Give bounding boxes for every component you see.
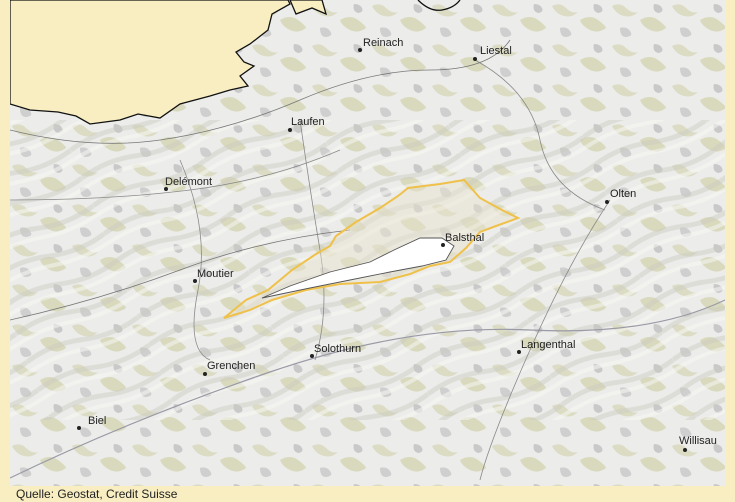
road	[299, 119, 325, 361]
road	[179, 159, 211, 361]
place-dot	[203, 372, 207, 376]
place-dot	[310, 354, 314, 358]
place-dot	[164, 187, 168, 191]
place-reinach[interactable]: Reinach	[363, 37, 404, 49]
place-moutier[interactable]: Moutier	[197, 268, 234, 280]
valley-area	[261, 237, 455, 299]
place-solothurn[interactable]: Solothurn	[314, 343, 362, 355]
place-dot	[288, 128, 292, 132]
place-dot	[441, 243, 445, 247]
map-canvas[interactable]: Reinach Liestal Laufen Delémont Olten Ba…	[10, 0, 725, 486]
river	[10, 299, 725, 479]
road	[474, 59, 606, 211]
place-dot	[473, 57, 477, 61]
place-olten[interactable]: Olten	[610, 188, 637, 200]
place-dot	[517, 350, 521, 354]
border-line	[10, 229, 351, 321]
place-dot	[683, 448, 687, 452]
place-langenthal[interactable]: Langenthal	[521, 339, 576, 351]
border-line	[10, 39, 511, 144]
place-grenchen[interactable]: Grenchen	[207, 360, 256, 372]
place-dot	[193, 279, 197, 283]
place-balsthal[interactable]: Balsthal	[445, 232, 485, 244]
foreign-area-piece	[289, 0, 328, 16]
map-svg	[10, 0, 725, 486]
foreign-area	[10, 0, 291, 125]
source-note: Quelle: Geostat, Credit Suisse	[10, 486, 184, 502]
road	[10, 149, 341, 201]
road	[479, 199, 611, 481]
place-liestal[interactable]: Liestal	[480, 45, 512, 57]
place-laufen[interactable]: Laufen	[291, 116, 325, 128]
place-dot	[605, 200, 609, 204]
place-dot	[77, 426, 81, 430]
place-biel[interactable]: Biel	[88, 415, 107, 427]
place-delemont[interactable]: Delémont	[165, 176, 213, 188]
foreign-border-piece	[417, 0, 461, 11]
place-willisau[interactable]: Willisau	[679, 435, 717, 447]
place-dot	[358, 48, 362, 52]
